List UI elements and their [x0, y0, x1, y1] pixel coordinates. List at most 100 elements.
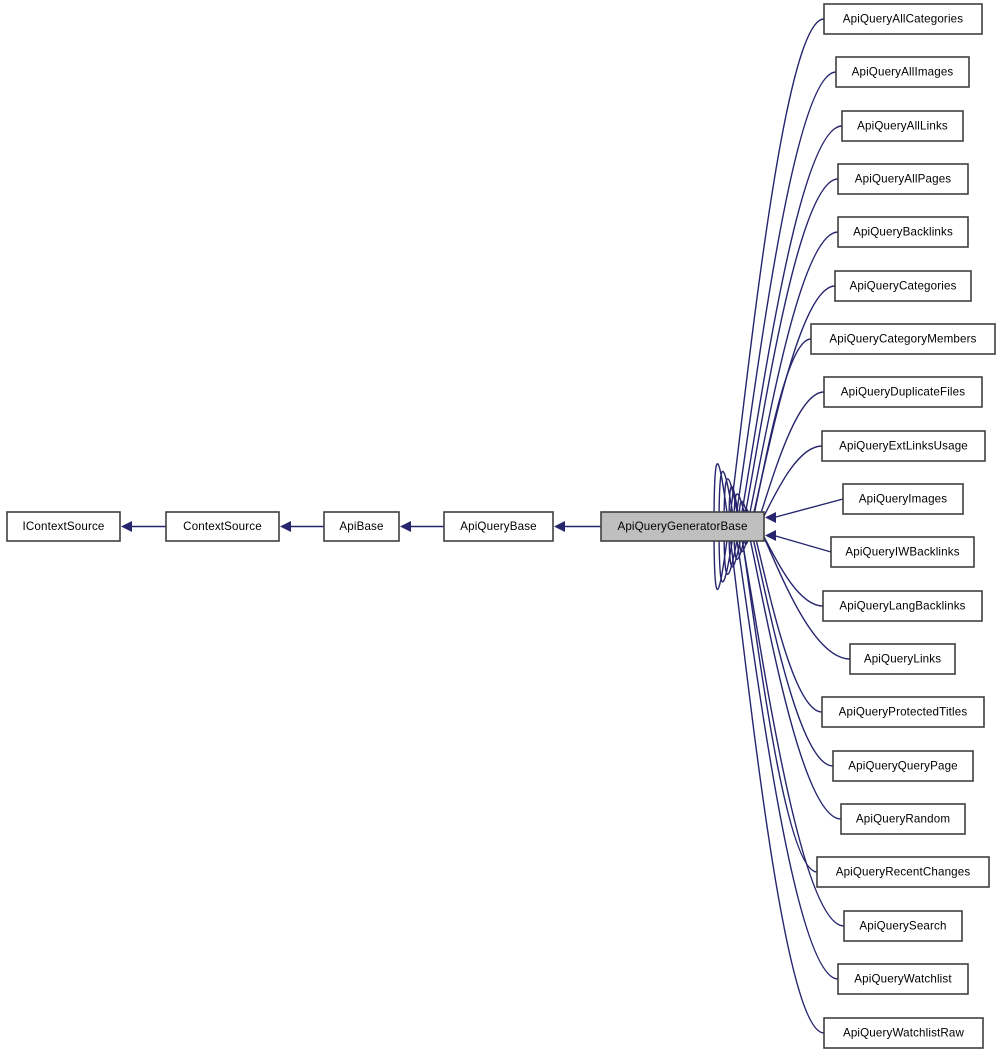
class-node-apiquerywatchlist[interactable]: ApiQueryWatchlist	[837, 963, 969, 995]
class-node-apiqueryalllinks[interactable]: ApiQueryAllLinks	[841, 110, 964, 142]
class-node-contextsource[interactable]: ContextSource	[165, 511, 280, 542]
edge-curve	[713, 18, 825, 590]
class-node-apiqueryimages[interactable]: ApiQueryImages	[842, 483, 964, 515]
class-node-box[interactable]	[823, 376, 983, 408]
class-node-apiqueryallimages[interactable]: ApiQueryAllImages	[835, 56, 970, 88]
class-node-box[interactable]	[835, 56, 970, 88]
class-node-label: ApiQueryCategories	[849, 280, 956, 293]
edge-line	[773, 534, 832, 553]
class-node-label: ApiQueryAllImages	[852, 66, 954, 79]
class-node-label: ApiQueryDuplicateFiles	[841, 386, 965, 399]
class-node-label: ApiQueryExtLinksUsage	[839, 440, 968, 453]
class-node-apiquerycategories[interactable]: ApiQueryCategories	[834, 270, 972, 302]
class-node-apiqueryallpages[interactable]: ApiQueryAllPages	[837, 163, 969, 195]
class-node-label: ApiQueryWatchlist	[854, 973, 952, 986]
class-node-apiqueryrandom[interactable]: ApiQueryRandom	[840, 803, 966, 835]
class-node-label: ApiBase	[339, 520, 383, 533]
class-node-box[interactable]	[823, 1017, 984, 1049]
class-node-label: IContextSource	[22, 520, 104, 533]
class-node-box[interactable]	[843, 910, 963, 942]
class-node-label: ApiQueryIWBacklinks	[845, 546, 959, 559]
edge-line	[773, 498, 844, 519]
class-node-box[interactable]	[823, 3, 983, 35]
class-node-box[interactable]	[832, 750, 974, 782]
class-node-box[interactable]	[443, 511, 554, 542]
class-node-apiqueryduplicatefiles[interactable]: ApiQueryDuplicateFiles	[823, 376, 983, 408]
edge-curve	[723, 125, 843, 575]
class-node-apiqueryrecentchanges[interactable]: ApiQueryRecentChanges	[816, 856, 990, 888]
edge-curve	[743, 338, 812, 545]
class-node-box[interactable]	[810, 323, 996, 355]
class-node-apiquerylangbacklinks[interactable]: ApiQueryLangBacklinks	[822, 590, 983, 622]
edge-curve	[718, 470, 839, 980]
class-node-label: ApiQueryLangBacklinks	[839, 600, 965, 613]
inheritance-arrowhead	[765, 530, 776, 541]
inheritance-edge-apiquerywatchlist-to-apiquerygeneratorbase	[713, 470, 839, 980]
inheritance-edge-apiquerybase-to-apibase	[400, 521, 444, 532]
class-node-label: ApiQueryBacklinks	[853, 226, 953, 239]
class-node-label: ApiQueryImages	[859, 493, 948, 506]
class-node-label: ApiQueryAllLinks	[857, 120, 948, 133]
class-node-box[interactable]	[830, 536, 975, 568]
edge-curve	[718, 71, 837, 583]
class-node-box[interactable]	[837, 963, 969, 995]
class-node-label: ApiQueryGeneratorBase	[617, 520, 747, 533]
inheritance-arrowhead	[554, 521, 565, 532]
inheritance-arrowhead	[280, 521, 291, 532]
class-node-apiquerycategorymembers[interactable]: ApiQueryCategoryMembers	[810, 323, 996, 355]
class-node-box[interactable]	[816, 856, 990, 888]
class-node-box[interactable]	[821, 430, 986, 462]
class-node-box[interactable]	[323, 511, 400, 542]
class-node-label: ApiQueryProtectedTitles	[839, 706, 968, 719]
class-node-box[interactable]	[821, 696, 985, 728]
class-node-label: ApiQueryRandom	[856, 813, 950, 826]
inheritance-edge-apibase-to-contextsource	[280, 521, 324, 532]
class-node-apiquerywatchlistraw[interactable]: ApiQueryWatchlistRaw	[823, 1017, 984, 1049]
class-node-label: ContextSource	[183, 520, 262, 533]
inheritance-arrowhead	[765, 512, 776, 523]
class-node-apiquerybacklinks[interactable]: ApiQueryBacklinks	[837, 216, 969, 248]
inheritance-edge-contextsource-to-icontextsource	[121, 521, 166, 532]
edge-curve	[723, 478, 845, 927]
class-node-apiqueryiwbacklinks[interactable]: ApiQueryIWBacklinks	[830, 536, 975, 568]
class-node-box[interactable]	[837, 163, 969, 195]
class-node-label: ApiQueryBase	[460, 520, 537, 533]
class-node-apiquerybase[interactable]: ApiQueryBase	[443, 511, 554, 542]
edge-curve	[713, 463, 825, 1034]
inheritance-edge-apiqueryallpages-to-apiquerygeneratorbase	[723, 178, 839, 568]
class-node-box[interactable]	[6, 511, 121, 542]
inheritance-arrowhead	[121, 521, 132, 532]
class-node-label: ApiQuerySearch	[859, 920, 946, 933]
class-node-box[interactable]	[842, 483, 964, 515]
class-node-box[interactable]	[841, 110, 964, 142]
class-node-box[interactable]	[840, 803, 966, 835]
class-node-box[interactable]	[834, 270, 972, 302]
class-node-label: ApiQueryRecentChanges	[836, 866, 971, 879]
class-node-label: ApiQueryCategoryMembers	[829, 333, 976, 346]
class-node-box[interactable]	[165, 511, 280, 542]
class-node-box[interactable]	[837, 216, 969, 248]
class-node-box[interactable]	[600, 511, 765, 542]
class-node-label: ApiQueryLinks	[864, 653, 941, 666]
class-node-apiqueryprotectedtitles[interactable]: ApiQueryProtectedTitles	[821, 696, 985, 728]
class-node-apiqueryallcategories[interactable]: ApiQueryAllCategories	[823, 3, 983, 35]
class-node-label: ApiQueryQueryPage	[848, 760, 958, 773]
edge-curve	[733, 231, 839, 561]
class-node-apiquerygeneratorbase[interactable]: ApiQueryGeneratorBase	[600, 511, 765, 542]
edge-curve	[728, 178, 839, 568]
inheritance-edge-apiquerygeneratorbase-to-apiquerybase	[554, 521, 601, 532]
class-node-box[interactable]	[822, 590, 983, 622]
class-node-apiqueryquerypage[interactable]: ApiQueryQueryPage	[832, 750, 974, 782]
class-node-label: ApiQueryWatchlistRaw	[843, 1027, 965, 1040]
class-node-icontextsource[interactable]: IContextSource	[6, 511, 121, 542]
class-node-label: ApiQueryAllCategories	[843, 13, 963, 26]
class-node-apiqueryextlinksusage[interactable]: ApiQueryExtLinksUsage	[821, 430, 986, 462]
class-node-apiquerysearch[interactable]: ApiQuerySearch	[843, 910, 963, 942]
class-node-apiquerylinks[interactable]: ApiQueryLinks	[849, 643, 956, 675]
class-node-box[interactable]	[849, 643, 956, 675]
inheritance-edge-apiqueryimages-to-apiquerygeneratorbase	[765, 498, 844, 523]
class-node-apibase[interactable]: ApiBase	[323, 511, 400, 542]
